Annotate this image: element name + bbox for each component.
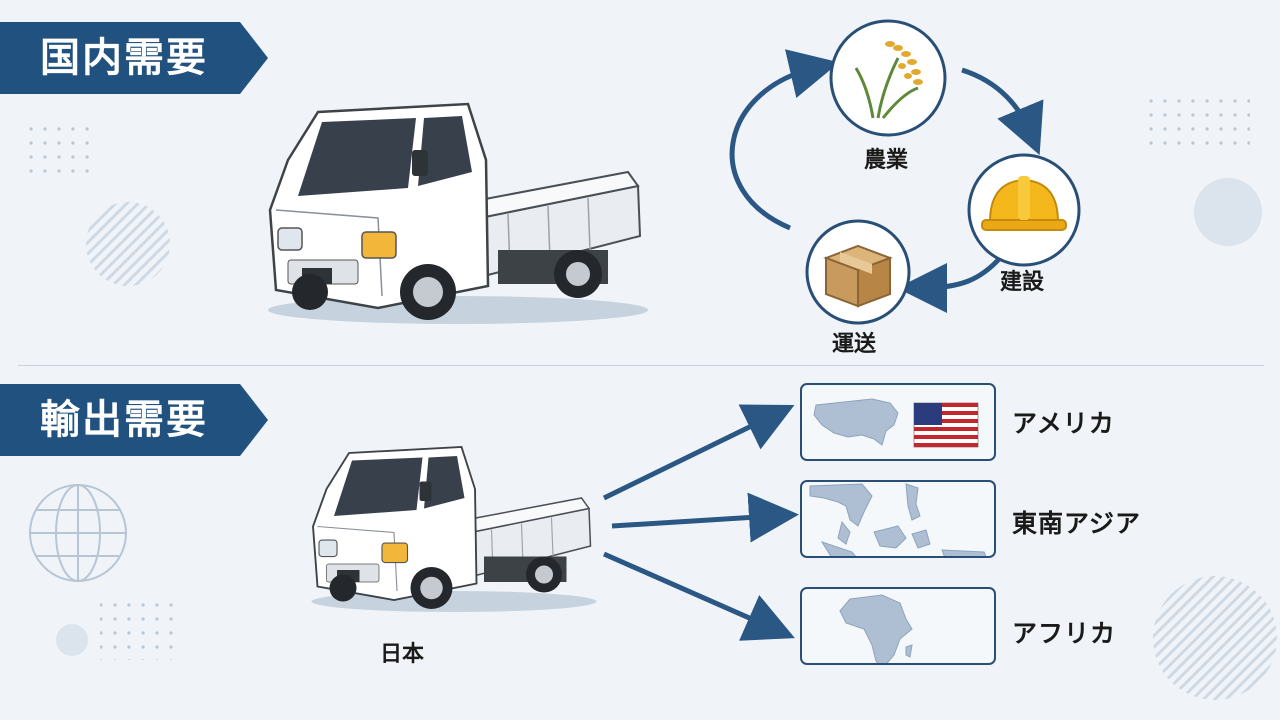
agriculture-node [829, 19, 947, 137]
section-divider [18, 365, 1264, 366]
arrow-to-southeast-asia [611, 492, 799, 543]
destination-label-southeast-asia: 東南アジア [1012, 509, 1142, 538]
globe-icon [29, 484, 127, 582]
arrow-transport-to-agriculture [729, 49, 840, 231]
cardboard-box-icon [823, 244, 893, 308]
destination-label-america: アメリカ [1012, 409, 1115, 438]
kei-truck-icon [268, 102, 648, 324]
usa-map-icon [813, 398, 979, 448]
section-banner-export: 輸出需要 [0, 384, 268, 456]
dot-grid [1140, 90, 1250, 152]
dot-grid [20, 118, 90, 178]
construction-node [967, 153, 1081, 267]
arrow-to-africa [602, 551, 795, 641]
southeast-asia-map-icon [809, 483, 987, 556]
africa-map-icon [839, 594, 913, 663]
dot-grid [100, 600, 180, 660]
arrow-to-america [602, 404, 795, 501]
striped-circle [1153, 576, 1277, 700]
cycle-label-agriculture: 農業 [864, 148, 909, 173]
cycle-label-transport: 運送 [832, 332, 877, 357]
section-banner-domestic: 国内需要 [0, 22, 268, 94]
destination-card-america [800, 383, 996, 461]
usa-flag-icon [913, 402, 979, 448]
arrow-agriculture-to-construction [961, 67, 1044, 156]
destination-label-africa: アフリカ [1012, 619, 1117, 648]
kei-truck-icon [311, 446, 597, 612]
rice-plant-icon [854, 41, 923, 119]
striped-circle [86, 202, 170, 286]
cycle-label-construction: 建設 [1000, 270, 1045, 295]
deco-circle [56, 624, 88, 656]
arrow-construction-to-transport [897, 256, 1002, 313]
destination-card-africa [800, 587, 996, 665]
hard-hat-icon [981, 176, 1067, 231]
destination-card-southeast-asia [800, 480, 996, 558]
origin-label: 日本 [380, 642, 425, 667]
deco-circle [1194, 178, 1262, 246]
transport-node [805, 219, 911, 325]
